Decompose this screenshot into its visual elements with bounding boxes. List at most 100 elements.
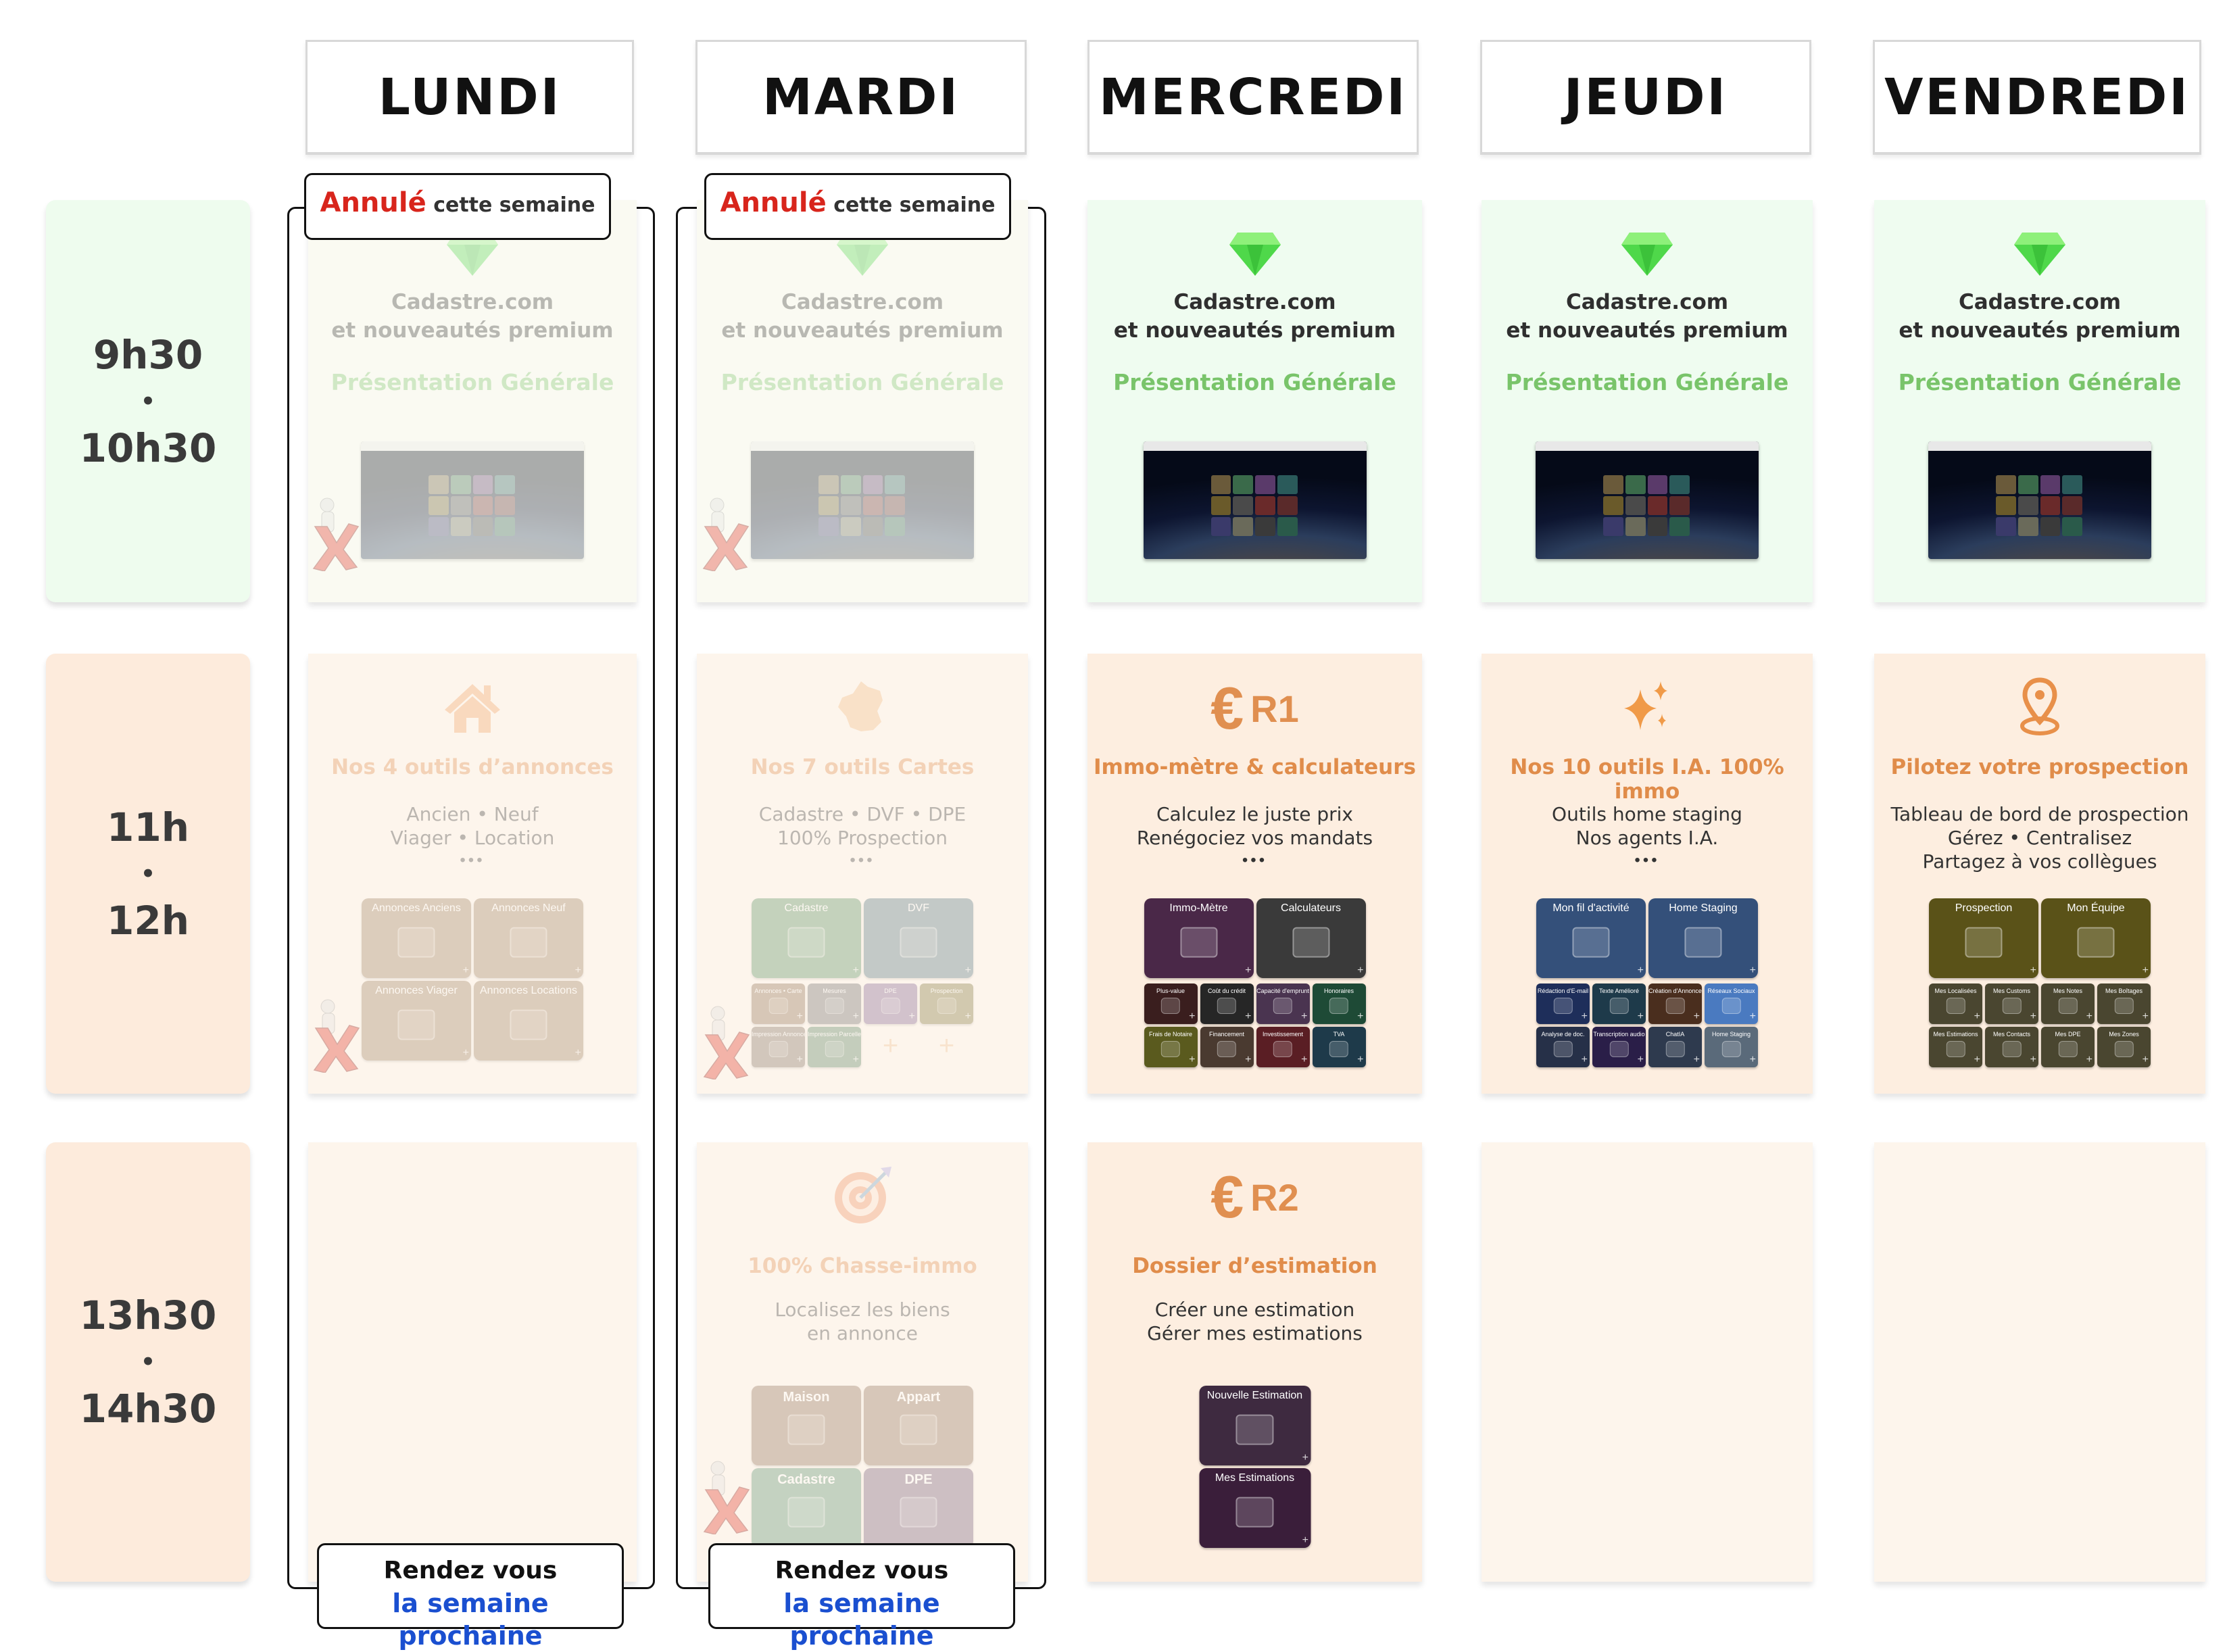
add-icon[interactable]: + (1357, 1011, 1364, 1022)
tool-tile[interactable]: Impression Annonces+ (752, 1027, 805, 1067)
add-icon[interactable]: + (1189, 1011, 1196, 1022)
tool-tile[interactable]: Réseaux Sociaux+ (1705, 983, 1758, 1024)
tool-tile[interactable]: Analyse de doc.+ (1536, 1027, 1590, 1067)
add-icon[interactable]: + (2030, 965, 2036, 976)
tool-tile[interactable]: Investissement+ (1256, 1027, 1310, 1067)
add-icon[interactable]: + (1245, 965, 1252, 976)
tool-tile[interactable]: Annonces Neuf+ (474, 898, 583, 978)
tool-tile[interactable]: Nouvelle Estimation+ (1199, 1386, 1311, 1465)
add-icon[interactable]: + (1693, 1054, 1700, 1065)
add-icon[interactable]: + (1749, 1011, 1756, 1022)
tool-tile[interactable]: Texte Amélioré+ (1592, 983, 1646, 1024)
add-icon[interactable]: + (1357, 965, 1364, 976)
add-icon[interactable]: + (852, 965, 859, 976)
tool-tile[interactable]: TVA+ (1312, 1027, 1366, 1067)
add-icon[interactable]: + (1302, 1534, 1308, 1546)
tool-tile[interactable]: Annonces Anciens+ (362, 898, 471, 978)
tool-tile[interactable]: DPE+ (864, 983, 917, 1024)
add-icon[interactable]: + (2142, 1054, 2149, 1065)
tool-tile[interactable]: Mon fil d'activité+ (1536, 898, 1646, 978)
tool-tile[interactable]: Mes Customs+ (1985, 983, 2038, 1024)
add-icon[interactable]: + (1301, 1054, 1308, 1065)
tool-tile[interactable]: Prospection+ (1929, 898, 2038, 978)
add-tile-placeholder[interactable]: + (882, 1031, 899, 1061)
add-icon[interactable]: + (2030, 1054, 2036, 1065)
app-preview[interactable] (1928, 441, 2151, 559)
tool-tile[interactable]: Home Staging+ (1648, 898, 1758, 978)
tool-tile[interactable]: Maison (752, 1386, 861, 1465)
add-icon[interactable]: + (2086, 1054, 2093, 1065)
add-icon[interactable]: + (1693, 1011, 1700, 1022)
add-icon[interactable]: + (1245, 1054, 1252, 1065)
add-icon[interactable]: + (2086, 1011, 2093, 1022)
app-preview[interactable] (1143, 441, 1367, 559)
add-icon[interactable]: + (2142, 965, 2149, 976)
tool-tile[interactable]: Rédaction d'E-mail+ (1536, 983, 1590, 1024)
add-icon[interactable]: + (2030, 1011, 2036, 1022)
add-icon[interactable]: + (964, 965, 971, 976)
tool-tile[interactable]: Mes Localisées+ (1929, 983, 1982, 1024)
add-icon[interactable]: + (1637, 1054, 1644, 1065)
app-preview[interactable] (702, 441, 974, 572)
app-preview[interactable] (312, 441, 584, 572)
add-icon[interactable]: + (852, 1054, 859, 1065)
add-icon[interactable]: + (1301, 1011, 1308, 1022)
tool-tile[interactable]: Mes Estimations+ (1199, 1468, 1311, 1548)
add-icon[interactable]: + (574, 965, 581, 976)
tool-tile[interactable]: Mes Estimations+ (1929, 1027, 1982, 1067)
tool-tile[interactable]: ChatIA+ (1648, 1027, 1702, 1067)
tool-tile[interactable]: Capacité d'emprunt+ (1256, 983, 1310, 1024)
add-tile-placeholder[interactable]: + (938, 1031, 955, 1061)
add-icon[interactable]: + (964, 1011, 971, 1022)
tool-tile[interactable]: Mesures+ (808, 983, 861, 1024)
tool-tile[interactable]: Impression Parcelle+ (808, 1027, 861, 1067)
add-icon[interactable]: + (1974, 1054, 1980, 1065)
tool-tile[interactable]: Cadastre (752, 1468, 861, 1548)
tool-tile[interactable]: Immo-Mètre+ (1144, 898, 1254, 978)
tool-tile[interactable]: Mes Boîtages+ (2097, 983, 2151, 1024)
tool-tile[interactable]: Mes Zones+ (2097, 1027, 2151, 1067)
add-icon[interactable]: + (1637, 1011, 1644, 1022)
tool-tile[interactable]: Création d'Annonce+ (1648, 983, 1702, 1024)
app-preview[interactable] (1536, 441, 1759, 559)
tool-tile[interactable]: Annonces • Carte+ (752, 983, 805, 1024)
tool-tile[interactable]: Appart (864, 1386, 973, 1465)
add-icon[interactable]: + (1357, 1054, 1364, 1065)
add-icon[interactable]: + (908, 1011, 915, 1022)
tool-tile[interactable]: Annonces Viager+ (362, 981, 471, 1061)
tool-tile[interactable]: Mes Contacts+ (1985, 1027, 2038, 1067)
tool-tile[interactable]: Calculateurs+ (1256, 898, 1366, 978)
add-icon[interactable]: + (1189, 1054, 1196, 1065)
tool-tile[interactable]: Honoraires+ (1312, 983, 1366, 1024)
tool-tile[interactable]: Financement+ (1200, 1027, 1254, 1067)
tool-tile[interactable]: Coût du crédit+ (1200, 983, 1254, 1024)
tool-tile[interactable]: DVF+ (864, 898, 973, 978)
add-icon[interactable]: + (1749, 965, 1756, 976)
tool-tile[interactable]: Home Staging+ (1705, 1027, 1758, 1067)
add-icon[interactable]: + (1302, 1452, 1308, 1463)
add-icon[interactable]: + (796, 1011, 803, 1022)
add-icon[interactable]: + (1581, 1054, 1588, 1065)
tool-tile[interactable]: Prospection+ (920, 983, 973, 1024)
add-icon[interactable]: + (852, 1011, 859, 1022)
tool-tile[interactable]: Transcription audio+ (1592, 1027, 1646, 1067)
add-icon[interactable]: + (1637, 965, 1644, 976)
add-icon[interactable]: + (1245, 1011, 1252, 1022)
tool-tile[interactable]: Annonces Locations+ (474, 981, 583, 1061)
add-icon[interactable]: + (796, 1054, 803, 1065)
tool-tile[interactable]: Mes DPE+ (2041, 1027, 2095, 1067)
add-icon[interactable]: + (1749, 1054, 1756, 1065)
add-icon[interactable]: + (1974, 1011, 1980, 1022)
tool-tile[interactable]: Mes Notes+ (2041, 983, 2095, 1024)
